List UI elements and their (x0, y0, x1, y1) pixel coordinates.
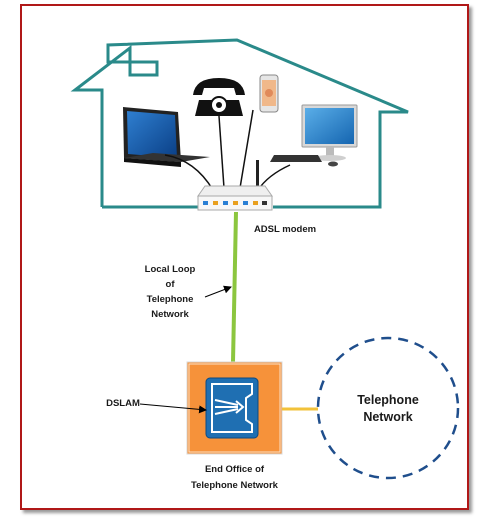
telephone-network-label: Telephone Network (335, 392, 441, 426)
keyboard-icon (270, 155, 338, 167)
end-office-label-line1: End Office of (204, 464, 265, 475)
dslam-icon (205, 377, 259, 439)
local-loop-label-line1: Local Loop (144, 264, 196, 275)
house-outline-icon (70, 38, 409, 209)
local-loop-label: Local Loop of Telephone Network (135, 262, 205, 322)
laptop-icon (123, 107, 210, 167)
local-loop-line (231, 211, 238, 363)
dslam-label: DSLAM (106, 398, 140, 409)
local-loop-label-line3: Telephone (146, 294, 194, 305)
telephone-network-label-line1: Telephone (357, 393, 419, 407)
local-loop-arrow (204, 285, 232, 298)
local-loop-label-line4: Network (151, 309, 189, 320)
telephone-icon (193, 78, 245, 116)
diagram-frame (20, 4, 469, 510)
local-loop-label-line2: of (165, 279, 175, 290)
end-office-label-line2: Telephone Network (191, 480, 278, 491)
telephone-network-circle (316, 336, 460, 480)
desktop-computer-icon (301, 104, 358, 161)
smartphone-icon (259, 74, 279, 113)
device-cables (164, 109, 291, 191)
adsl-modem-label: ADSL modem (253, 224, 317, 235)
dslam-arrow (139, 403, 207, 414)
adsl-modem-icon (197, 160, 273, 211)
telephone-network-label-line2: Network (363, 410, 413, 424)
end-office-label: End Office of Telephone Network (172, 462, 297, 494)
